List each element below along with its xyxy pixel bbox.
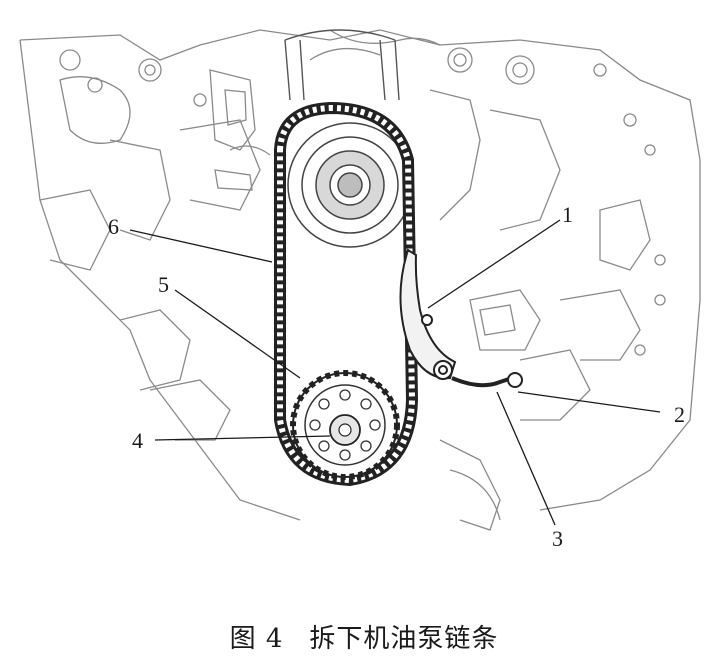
figure-caption: 图 4 拆下机油泵链条 <box>0 618 728 655</box>
callout-5: 5 <box>158 272 169 297</box>
crankshaft-sprocket <box>287 122 413 248</box>
figure-title: 拆下机油泵链条 <box>309 624 499 654</box>
callout-3: 3 <box>552 526 563 551</box>
oil-pump-chain <box>274 101 419 487</box>
oil-pump-sprocket <box>290 370 400 480</box>
callout-2: 2 <box>674 402 685 427</box>
figure-number: 图 4 <box>229 624 284 654</box>
upper-timing-chain <box>284 29 400 101</box>
callout-leaders <box>129 219 661 526</box>
callout-1: 1 <box>562 202 573 227</box>
chain-tensioner <box>399 248 523 388</box>
callout-6: 6 <box>108 214 119 239</box>
engine-block-outline <box>19 29 701 531</box>
tensioner-spring <box>451 376 513 388</box>
callout-4: 4 <box>132 428 143 453</box>
